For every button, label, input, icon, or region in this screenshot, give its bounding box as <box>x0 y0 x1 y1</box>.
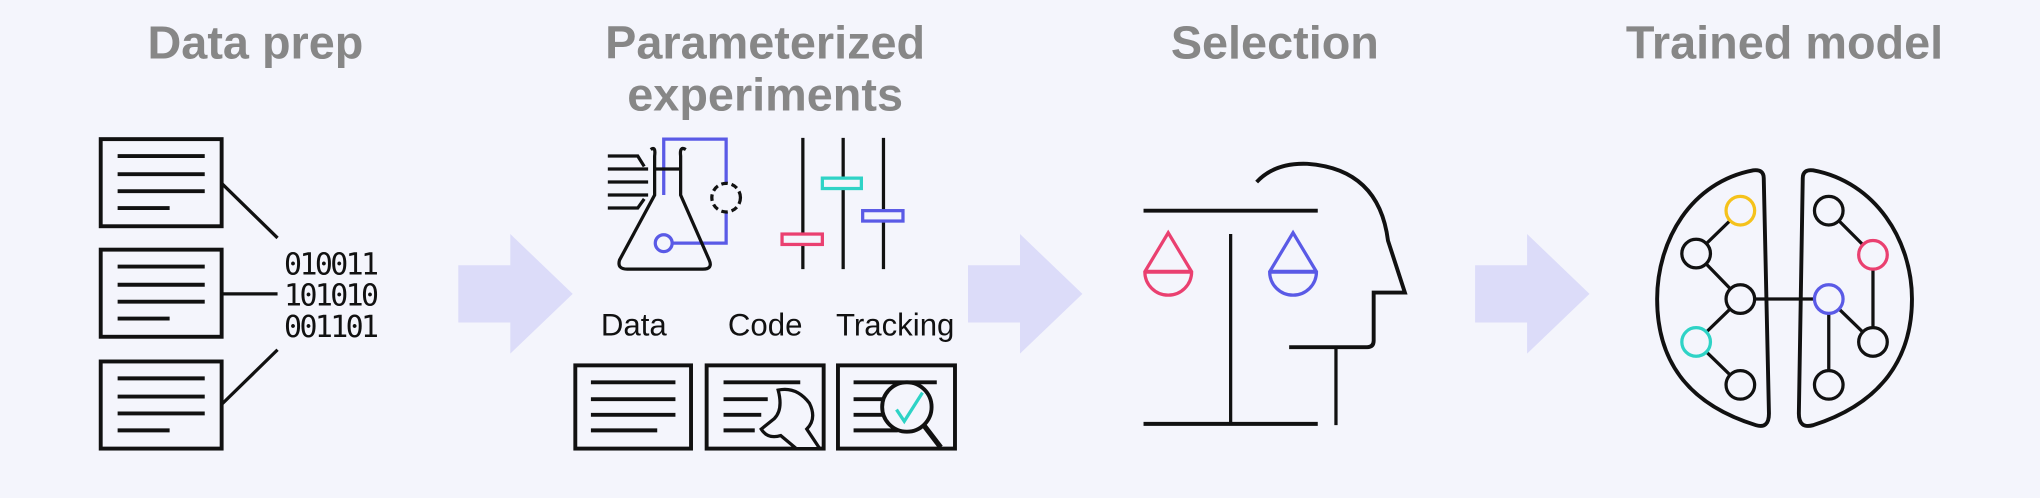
sliders-icon <box>780 137 905 270</box>
node <box>1812 368 1845 401</box>
binary-row: 001101 <box>284 310 377 345</box>
code-wrench-icon <box>704 363 826 451</box>
stage-title-parameterized: Parameterized <box>605 17 925 69</box>
label-code: Code <box>728 307 803 342</box>
stage-title-trained-model: Trained model <box>1626 17 1943 69</box>
node <box>1724 283 1757 315</box>
document-icon <box>98 359 224 451</box>
node <box>1812 194 1845 227</box>
scale-pan-blue <box>1268 229 1319 297</box>
node <box>1857 238 1889 271</box>
stage-title-data-prep: Data prep <box>148 17 364 69</box>
data-document-icon <box>573 363 693 451</box>
slider-handle <box>780 232 824 247</box>
node <box>1812 283 1845 315</box>
brain-network-icon <box>1655 168 1914 428</box>
node <box>1680 237 1713 270</box>
binary-row: 010011 <box>284 247 377 282</box>
node <box>1724 194 1757 227</box>
label-data: Data <box>601 307 668 342</box>
document-icon <box>98 137 224 229</box>
binary-data-icon: 010011 101010 001101 <box>284 247 381 345</box>
arrow-right-icon <box>458 234 573 354</box>
flask-icon <box>607 137 728 271</box>
label-tracking: Tracking <box>836 307 954 342</box>
arrow-right-icon <box>967 234 1083 354</box>
gear-icon <box>710 181 743 214</box>
node <box>1724 368 1757 401</box>
slider-handle <box>861 209 905 223</box>
scales-icon <box>1143 208 1319 426</box>
stage-title-selection: Selection <box>1171 17 1379 69</box>
node <box>1680 326 1713 358</box>
document-icon <box>98 247 224 339</box>
scale-pan-pink <box>1143 229 1194 297</box>
connector-lines <box>220 182 279 406</box>
arrow-right-icon <box>1475 234 1590 354</box>
slider-handle <box>820 176 863 191</box>
stage-title-experiments: experiments <box>627 69 903 121</box>
binary-row: 101010 <box>284 279 378 314</box>
tracking-magnifier-icon <box>836 363 957 451</box>
node <box>1857 326 1889 358</box>
head-profile-icon <box>1255 161 1408 426</box>
